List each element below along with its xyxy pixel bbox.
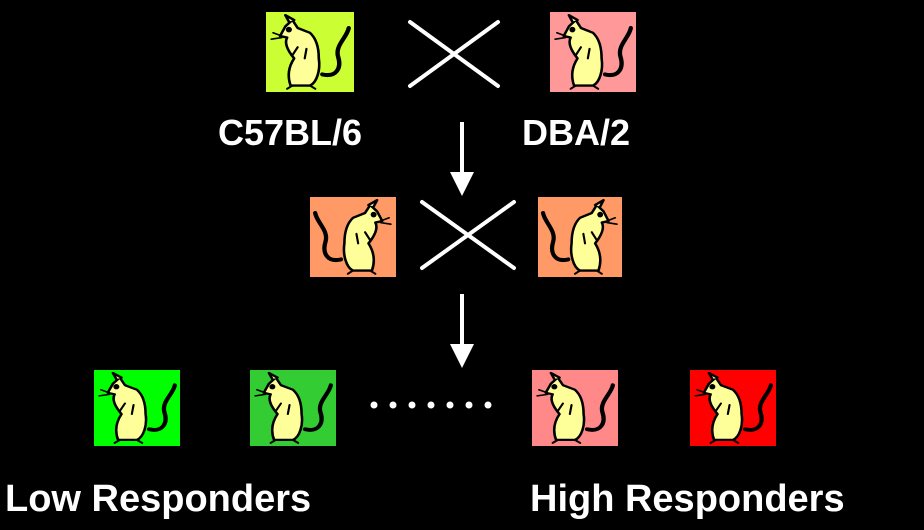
mouse-icon bbox=[532, 370, 618, 446]
high-responders-label: High Responders bbox=[530, 478, 845, 520]
mouse-tile-dba2 bbox=[550, 12, 636, 92]
parent-label-dba2: DBA/2 bbox=[522, 112, 631, 153]
arrow-down-icon-1 bbox=[450, 122, 474, 196]
mouse-icon bbox=[690, 370, 776, 446]
mouse-tile-f1-left bbox=[310, 197, 396, 277]
cross-icon-parents bbox=[408, 20, 500, 88]
cross-icon-f1 bbox=[420, 200, 516, 270]
mouse-tile-f2-highmid bbox=[532, 370, 618, 446]
mouse-icon bbox=[550, 12, 636, 92]
mouse-icon bbox=[250, 370, 336, 446]
ellipsis-dots bbox=[370, 401, 492, 409]
parent-label-c57bl6: C57BL/6 bbox=[218, 112, 363, 153]
mouse-tile-f2-high bbox=[690, 370, 776, 446]
mouse-tile-f2-low bbox=[94, 370, 180, 446]
mouse-tile-f1-right bbox=[538, 197, 622, 277]
mouse-tile-c57bl6 bbox=[266, 12, 354, 92]
low-responders-label: Low Responders bbox=[5, 478, 312, 520]
mouse-icon bbox=[266, 12, 354, 92]
mouse-icon bbox=[310, 197, 396, 277]
arrow-down-icon-2 bbox=[450, 294, 474, 368]
mouse-tile-f2-lowmid bbox=[250, 370, 336, 446]
mouse-icon bbox=[94, 370, 180, 446]
mouse-icon bbox=[538, 197, 622, 277]
